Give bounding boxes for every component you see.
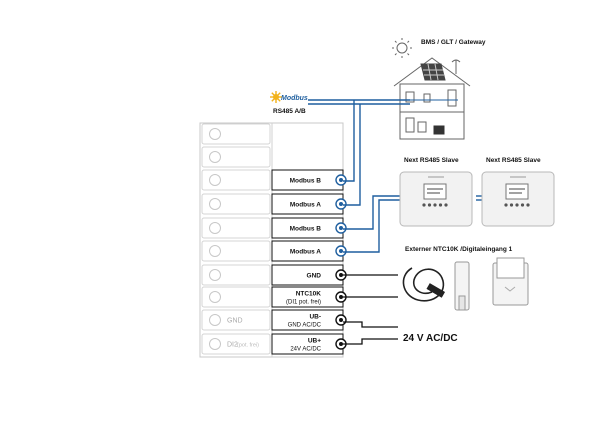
slave-label: Next RS485 Slave (486, 157, 541, 164)
terminal-right-cell: Modbus B (271, 217, 347, 239)
terminal-row (201, 217, 271, 239)
terminal-label: NTC10K (296, 291, 322, 298)
terminal-screw-icon (209, 198, 221, 210)
gateway-title: BMS / GLT / Gateway (421, 39, 486, 46)
terminal-row: DI2(pot. frei) (201, 333, 271, 355)
terminal-sublabel: GND AC/DC (288, 323, 322, 329)
terminal-label: UB+ (308, 338, 321, 345)
thermostat-display-icon (423, 183, 447, 200)
terminal-screw-icon (209, 128, 221, 140)
terminal-screw-icon (209, 151, 221, 163)
terminal-sublabel: 24V AC/DC (290, 347, 321, 353)
terminal-left-label: DI2 (227, 342, 238, 349)
solar-panel-icon (420, 63, 446, 81)
power-sensor-wiring (343, 274, 398, 345)
thermostat-button-icon (526, 203, 530, 207)
thermostat-button-icon (509, 203, 514, 207)
house-icon (393, 57, 471, 140)
modbus-logo-text: Modbus (281, 95, 308, 102)
terminal-row: GND (201, 309, 271, 331)
terminal-label: Modbus B (290, 226, 322, 233)
thermostat-button-icon (427, 203, 432, 207)
terminal-block: GND DI2(pot. frei) Modbus B Modbus A Modbus… (199, 122, 347, 358)
terminal-left-suffix: (pot. frei) (237, 343, 259, 349)
terminal-screw-icon (209, 245, 221, 257)
thermostat-button-icon (515, 203, 519, 207)
sensor-label: Externer NTC10K /Digitaleingang 1 (405, 246, 513, 253)
terminal-label: Modbus A (290, 249, 321, 256)
door-contact-icon (454, 261, 470, 311)
thermostat-button-icon (520, 203, 525, 207)
terminal-row (201, 286, 271, 308)
ntc-sensor-icon (402, 267, 446, 302)
terminal-screw-icon (209, 222, 221, 234)
thermostat-button-icon (433, 203, 437, 207)
modbus-logo-icon (270, 91, 282, 103)
terminal-sublabel: (DI1 pot. frei) (286, 300, 321, 306)
terminal-screw-icon (209, 269, 221, 281)
modbus-logo: Modbus (270, 91, 308, 103)
terminal-row (201, 123, 271, 145)
sun-icon (392, 38, 412, 58)
bus-wiring (308, 99, 482, 253)
bus-label: RS485 A/B (273, 108, 306, 115)
terminal-right-cell: Modbus A (271, 193, 347, 215)
terminal-left-label: GND (227, 318, 243, 325)
terminal-screw-icon (209, 291, 221, 303)
thermostat-button-icon (438, 203, 443, 207)
terminal-screw-icon (209, 314, 221, 326)
terminal-row (201, 264, 271, 286)
slave-label: Next RS485 Slave (404, 157, 459, 164)
terminal-right-cell: Modbus B (271, 169, 347, 191)
terminal-right-cell: NTC10K (DI1 pot. frei) (271, 286, 347, 308)
terminal-label: UB- (309, 314, 321, 321)
terminal-screw-icon (209, 174, 221, 186)
thermostat-button-icon (444, 203, 448, 207)
terminal-right-cell: GND (271, 264, 347, 286)
terminal-screw-icon (209, 338, 221, 350)
terminal-row (201, 193, 271, 215)
radiator-icon (405, 91, 415, 103)
thermostat-display-icon (505, 183, 529, 200)
thermostat-button-icon (504, 203, 508, 207)
terminal-row (201, 146, 271, 168)
terminal-label: Modbus A (290, 202, 321, 209)
keycard-switch-icon (492, 257, 529, 306)
thermostat-button-icon (422, 203, 426, 207)
power-label: 24 V AC/DC (403, 333, 458, 344)
terminal-row (201, 169, 271, 191)
slave-thermostat: Next RS485 Slave (399, 157, 473, 227)
terminal-label: GND (307, 273, 322, 280)
terminal-label: Modbus B (290, 178, 322, 185)
slave-thermostat: Next RS485 Slave (481, 157, 555, 227)
terminal-right-cell: UB- GND AC/DC (271, 309, 347, 331)
terminal-right-cell: UB+ 24V AC/DC (271, 333, 347, 355)
terminal-right-cell: Modbus A (271, 240, 347, 262)
terminal-row (201, 240, 271, 262)
